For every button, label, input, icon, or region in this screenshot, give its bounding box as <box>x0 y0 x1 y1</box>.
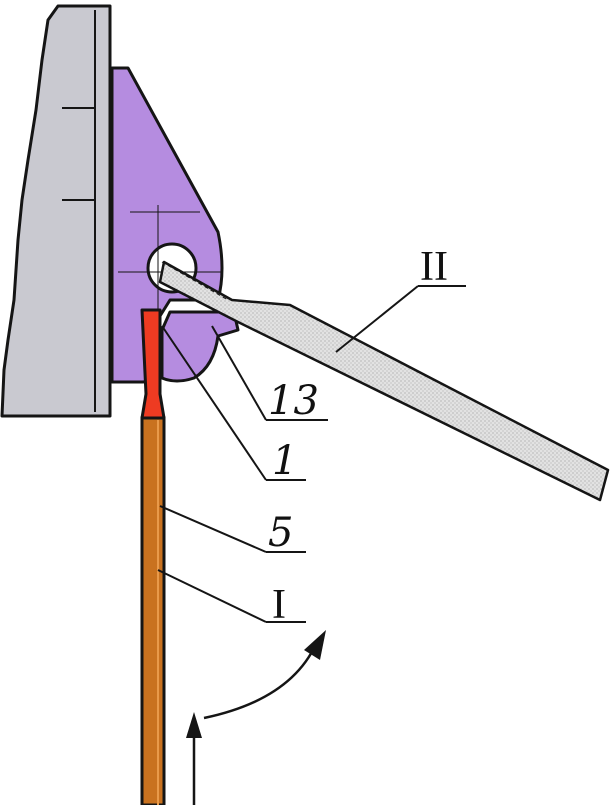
arrow-upward-head <box>186 712 202 738</box>
rod-body <box>140 416 166 805</box>
label-part-5: 5 <box>268 510 293 556</box>
lever-axis-line <box>161 261 229 301</box>
label-position-i: I <box>272 582 286 628</box>
label-position-ii: II <box>420 244 448 290</box>
rotation-arrow <box>186 630 326 805</box>
label-part-13: 13 <box>268 378 319 424</box>
insert-body <box>140 308 166 420</box>
leader-ii <box>335 285 419 353</box>
bracket-part <box>110 66 240 384</box>
arrow-curve <box>203 643 318 720</box>
leader-13 <box>211 325 267 421</box>
label-part-1: 1 <box>272 438 297 484</box>
leader-5 <box>159 505 267 553</box>
leader-1 <box>161 325 267 481</box>
leader-lines <box>157 285 466 623</box>
bracket-hook <box>160 310 240 383</box>
housing-block <box>0 4 112 418</box>
insert-part-1 <box>140 308 166 420</box>
arrow-curve-head <box>304 630 326 660</box>
housing-body <box>0 4 112 418</box>
lever-bar <box>158 260 610 502</box>
leader-i <box>157 569 267 623</box>
rod-part-5 <box>140 416 166 805</box>
lever-position-ii <box>158 260 610 502</box>
